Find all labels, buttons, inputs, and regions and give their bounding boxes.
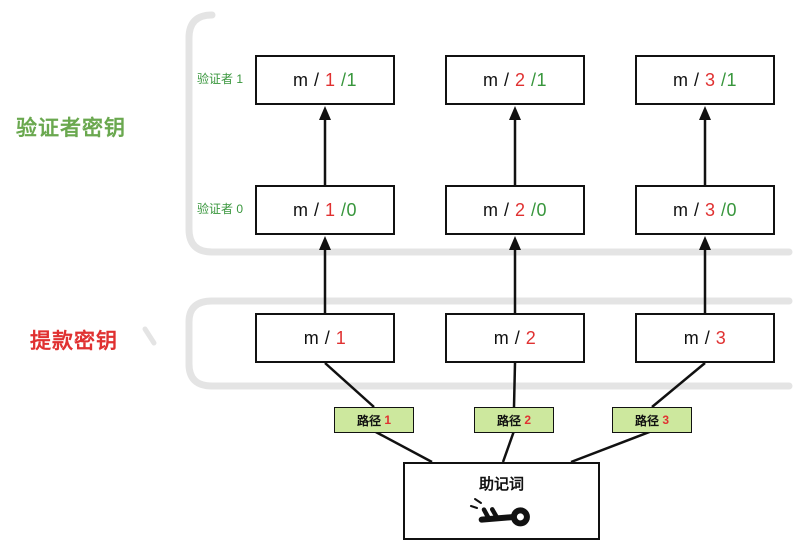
derivation-prefix: m / — [482, 199, 515, 220]
validator-1-row-label: 验证者 1 — [197, 72, 244, 86]
derivation-index: 3 — [704, 69, 716, 90]
derivation-index: 3 — [715, 327, 727, 348]
path-number: 2 — [524, 413, 532, 427]
derivation-index: 1 — [335, 327, 347, 348]
path-label: 路径 — [496, 413, 525, 428]
derivation-subindex: /0 — [715, 199, 738, 220]
derivation-prefix: m / — [683, 327, 716, 348]
derivation-subindex: /0 — [335, 199, 358, 220]
key-box-m-3-0: m / 3 /0 — [635, 185, 775, 235]
derivation-subindex: /1 — [335, 69, 358, 90]
derivation-prefix: m / — [292, 199, 325, 220]
key-box-m-3: m / 3 — [635, 313, 775, 363]
key-icon — [469, 498, 530, 527]
path-number: 1 — [384, 413, 392, 427]
validator-keys-label: 验证者密钥 — [16, 117, 126, 140]
mnemonic-box: 助记词 — [403, 462, 600, 540]
key-box-m-1: m / 1 — [255, 313, 395, 363]
key-box-m-2-0: m / 2 /0 — [445, 185, 585, 235]
path-number: 3 — [662, 413, 670, 427]
group-brace-withdrawal — [142, 297, 793, 390]
validator-0-row-label: 验证者 0 — [197, 202, 244, 216]
derivation-prefix: m / — [493, 327, 526, 348]
key-box-m-1-1: m / 1 /1 — [255, 55, 395, 105]
derivation-index: 1 — [324, 199, 336, 220]
derivation-index: 2 — [514, 199, 526, 220]
key-box-m-2: m / 2 — [445, 313, 585, 363]
derivation-index: 3 — [704, 199, 716, 220]
derivation-prefix: m / — [292, 69, 325, 90]
derivation-subindex: /0 — [525, 199, 548, 220]
derivation-index: 1 — [324, 69, 336, 90]
key-box-m-2-1: m / 2 /1 — [445, 55, 585, 105]
derivation-prefix: m / — [672, 199, 705, 220]
derivation-subindex: /1 — [525, 69, 548, 90]
path-box-1: 路径 1 — [334, 407, 414, 433]
path-label: 路径 — [356, 413, 385, 428]
derivation-lines — [323, 116, 707, 464]
derivation-subindex: /1 — [715, 69, 738, 90]
arrow-heads — [319, 106, 711, 250]
path-label: 路径 — [634, 413, 663, 428]
group-brace-validator — [185, 11, 793, 256]
derivation-prefix: m / — [482, 69, 515, 90]
path-box-2: 路径 2 — [474, 407, 554, 433]
key-box-m-1-0: m / 1 /0 — [255, 185, 395, 235]
withdrawal-keys-label: 提款密钥 — [30, 330, 118, 353]
path-box-3: 路径 3 — [612, 407, 692, 433]
key-box-m-3-1: m / 3 /1 — [635, 55, 775, 105]
mnemonic-label: 助记词 — [478, 476, 524, 493]
derivation-prefix: m / — [672, 69, 705, 90]
derivation-prefix: m / — [303, 327, 336, 348]
derivation-index: 2 — [514, 69, 526, 90]
derivation-index: 2 — [525, 327, 537, 348]
